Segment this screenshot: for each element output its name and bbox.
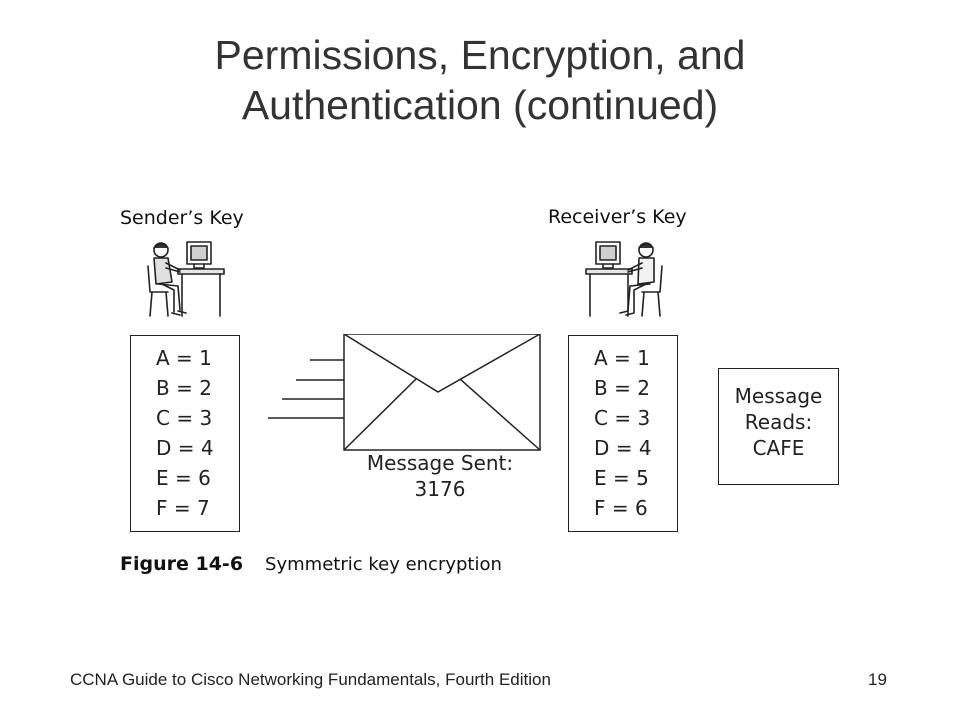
envelope-icon (268, 334, 541, 451)
receiver-key-label: Receiver’s Key (548, 206, 687, 228)
sender-key-label: Sender’s Key (120, 207, 244, 229)
envelope-fold-right (459, 378, 541, 451)
slide-title-line-1: Permissions, Encryption, and (214, 32, 746, 78)
message-sent-label: Message Sent: (366, 451, 514, 475)
receiver-key-item: F = 6 (594, 496, 648, 520)
sender-key-item: E = 6 (156, 466, 211, 490)
sender-key-item: F = 7 (156, 496, 210, 520)
receiver-key-item: D = 4 (594, 436, 652, 460)
message-reads-line: CAFE (752, 436, 805, 460)
message-reads-line: Message (734, 384, 823, 408)
figure-number: Figure 14-6 (120, 553, 244, 575)
sender-key-item: C = 3 (156, 406, 213, 430)
sender-key-list: A = 1 B = 2 C = 3 D = 4 E = 6 F = 7 (156, 343, 214, 523)
slide-title: Permissions, Encryption, and Authenticat… (0, 30, 960, 130)
sender-person-icon (147, 241, 225, 317)
receiver-key-box: A = 1 B = 2 C = 3 D = 4 E = 5 F = 6 (568, 335, 678, 532)
receiver-key-item: E = 5 (594, 466, 649, 490)
figure-caption: Figure 14-6 Symmetric key encryption (120, 553, 502, 575)
sender-key-box: A = 1 B = 2 C = 3 D = 4 E = 6 F = 7 (130, 335, 240, 532)
receiver-key-item: B = 2 (594, 376, 650, 400)
message-reads-line: Reads: (744, 410, 813, 434)
message-reads-box: Message Reads: CAFE (718, 368, 839, 485)
message-sent: Message Sent: 3176 (340, 450, 540, 502)
envelope-flap (343, 334, 541, 393)
sender-key-item: A = 1 (156, 346, 212, 370)
message-sent-value: 3176 (414, 477, 466, 501)
figure-caption-text: Symmetric key encryption (265, 554, 502, 575)
sender-key-item: D = 4 (156, 436, 214, 460)
footer-page-number: 19 (868, 670, 887, 689)
envelope-fold-left (343, 378, 417, 451)
receiver-key-list: A = 1 B = 2 C = 3 D = 4 E = 5 F = 6 (594, 343, 652, 523)
slide-title-line-2: Authentication (continued) (241, 82, 719, 128)
receiver-key-item: A = 1 (594, 346, 650, 370)
sender-key-item: B = 2 (156, 376, 212, 400)
receiver-person-icon (585, 241, 663, 317)
footer-book-title: CCNA Guide to Cisco Networking Fundament… (70, 670, 551, 689)
receiver-key-item: C = 3 (594, 406, 651, 430)
